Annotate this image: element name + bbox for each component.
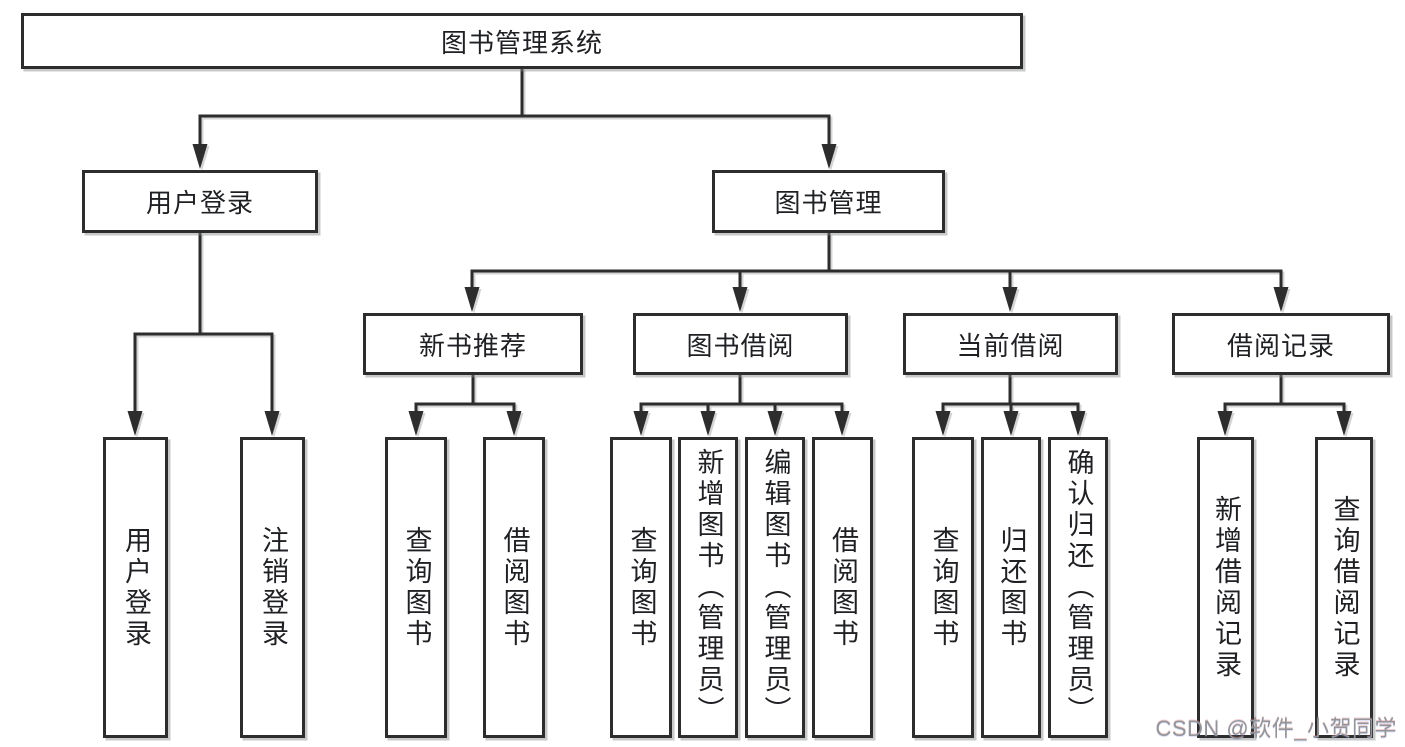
leaf-records-add-record: 新增借阅记录 xyxy=(1197,437,1254,738)
leaf-recommend-query-book-label: 查询图书 xyxy=(401,525,432,650)
watermark: CSDN @软件_小贺同学 xyxy=(1155,716,1397,741)
node-new-book-recommend: 新书推荐 xyxy=(363,313,583,375)
leaf-records-query-record: 查询借阅记录 xyxy=(1315,437,1373,738)
leaf-borrowing-edit-book-admin: 编辑图书（管理员） xyxy=(745,437,805,738)
leaf-logout-login: 注销登录 xyxy=(240,437,305,738)
node-current-borrowing-label: 当前借阅 xyxy=(956,330,1065,361)
leaf-borrowing-add-book-admin: 新增图书（管理员） xyxy=(678,437,738,738)
leaf-recommend-query-book: 查询图书 xyxy=(385,437,447,738)
node-borrowing-records-label: 借阅记录 xyxy=(1226,330,1335,361)
node-user-login-label: 用户登录 xyxy=(145,188,254,218)
leaf-records-add-record-label: 新增借阅记录 xyxy=(1211,494,1241,681)
node-user-login: 用户登录 xyxy=(82,170,318,233)
leaf-current-return-book-label: 归还图书 xyxy=(996,525,1027,650)
leaf-user-login: 用户登录 xyxy=(103,437,168,738)
leaf-borrowing-query-book-label: 查询图书 xyxy=(626,525,657,650)
node-new-book-recommend-label: 新书推荐 xyxy=(418,330,527,361)
node-book-management: 图书管理 xyxy=(712,170,945,233)
node-root-label: 图书管理系统 xyxy=(440,27,603,58)
leaf-borrowing-edit-book-admin-label: 编辑图书（管理员） xyxy=(760,448,791,727)
leaf-borrowing-borrow-book-label: 借阅图书 xyxy=(828,525,858,650)
leaf-current-confirm-return-admin-label: 确认归还（管理员） xyxy=(1063,448,1094,727)
leaf-recommend-borrow-book-label: 借阅图书 xyxy=(499,525,530,650)
leaf-borrowing-borrow-book: 借阅图书 xyxy=(812,437,873,738)
leaf-current-confirm-return-admin: 确认归还（管理员） xyxy=(1048,437,1108,738)
leaf-current-return-book: 归还图书 xyxy=(981,437,1041,738)
leaf-recommend-borrow-book: 借阅图书 xyxy=(483,437,545,738)
leaf-user-login-label: 用户登录 xyxy=(121,525,151,650)
node-current-borrowing: 当前借阅 xyxy=(903,313,1118,375)
leaf-records-query-record-label: 查询借阅记录 xyxy=(1329,494,1360,681)
leaf-borrowing-query-book: 查询图书 xyxy=(610,437,672,738)
leaf-current-query-book-label: 查询图书 xyxy=(928,525,959,650)
node-borrowing-records: 借阅记录 xyxy=(1172,313,1390,375)
node-root: 图书管理系统 xyxy=(21,13,1023,69)
node-book-borrowing: 图书借阅 xyxy=(633,313,848,375)
leaf-borrowing-add-book-admin-label: 新增图书（管理员） xyxy=(693,448,724,727)
leaf-current-query-book: 查询图书 xyxy=(912,437,974,738)
node-book-management-label: 图书管理 xyxy=(774,188,883,218)
leaf-logout-login-label: 注销登录 xyxy=(258,525,288,650)
node-book-borrowing-label: 图书借阅 xyxy=(686,330,795,361)
